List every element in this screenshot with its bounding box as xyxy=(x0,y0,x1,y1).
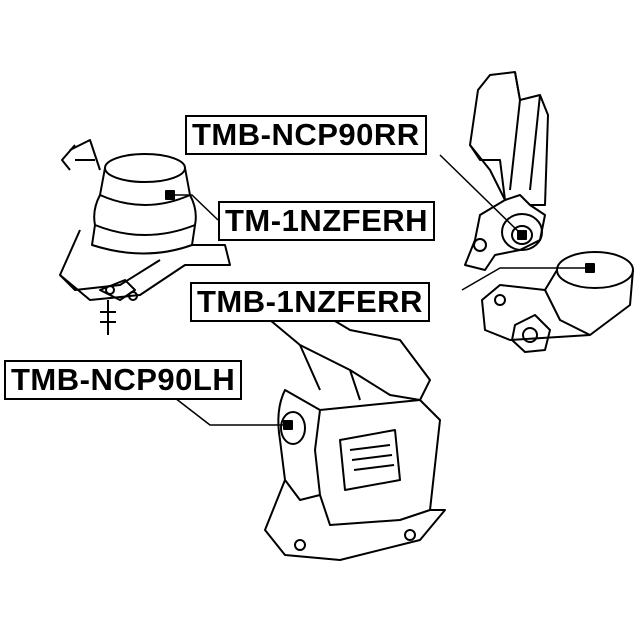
leader-lines xyxy=(170,154,590,426)
part-label-tmb-ncp90rr: TMB-NCP90RR xyxy=(185,115,427,155)
bracket-rear-right xyxy=(464,71,549,271)
part-label-tmb-ncp90lh: TMB-NCP90LH xyxy=(4,360,243,400)
engine-mount-rear xyxy=(481,251,634,353)
part-label-tmb-1nzferr: TMB-1NZFERR xyxy=(190,282,430,322)
part-label-tm-1nzferh: TM-1NZFERH xyxy=(218,201,436,241)
engine-mount-right-hand xyxy=(59,139,231,335)
engine-mount-left-hand xyxy=(264,299,446,561)
